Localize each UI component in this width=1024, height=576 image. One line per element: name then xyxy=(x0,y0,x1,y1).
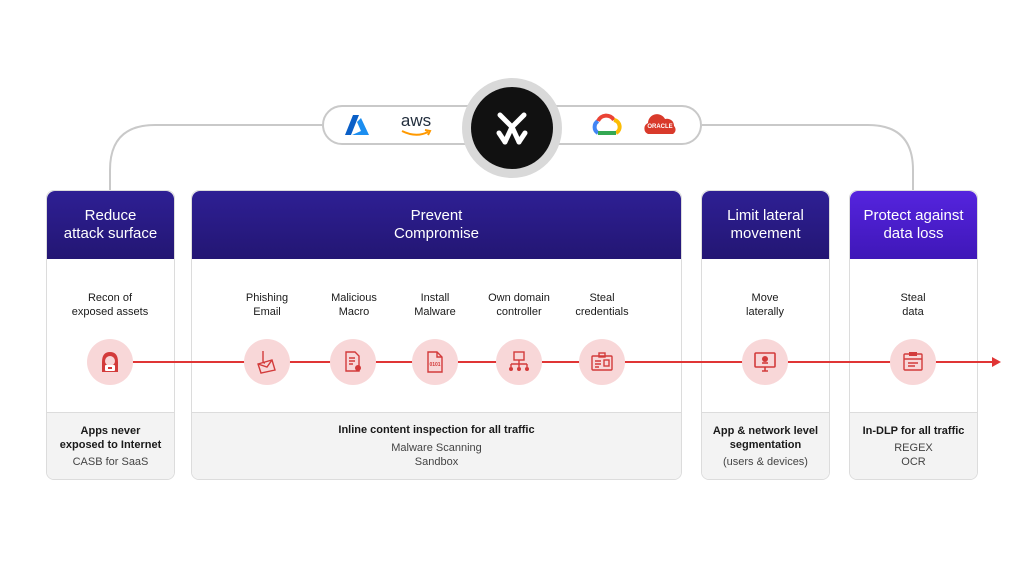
stage-label-line2: Malware xyxy=(414,306,456,318)
column-limit-lateral-movement: Limit lateral movement App & network lev… xyxy=(701,190,830,480)
footer-line2: exposed to Internet xyxy=(59,438,162,451)
stage-label-line2: laterally xyxy=(746,306,784,318)
column-prevent-compromise: Prevent Compromise Inline content inspec… xyxy=(191,190,682,480)
binary-file-icon: 0101 xyxy=(427,351,443,373)
oracle-logo-text: ORACLE xyxy=(647,124,673,130)
column-protect-data-loss: Protect against data loss In-DLP for all… xyxy=(849,190,978,480)
stage-label-credentials: Steal credentials xyxy=(554,291,650,319)
stage-label-line2: exposed assets xyxy=(71,306,149,318)
stage-label-line2: data xyxy=(902,306,924,318)
google-cloud-logo-icon xyxy=(592,113,622,135)
stage-label-line2: credentials xyxy=(575,306,629,318)
column-title-line2: movement xyxy=(730,225,801,242)
stage-label-line1: Recon of xyxy=(87,292,133,304)
column-title-line1: Prevent xyxy=(410,207,463,224)
stage-label-line2: Macro xyxy=(338,306,370,318)
stage-circle-macro xyxy=(330,339,376,385)
stage-label-line2: controller xyxy=(496,306,542,318)
infected-monitor-icon xyxy=(754,352,776,372)
stage-circle-credentials xyxy=(579,339,625,385)
column-header: Prevent Compromise xyxy=(192,191,681,259)
stage-label-line1: Steal xyxy=(900,292,926,304)
column-title-line1: Reduce xyxy=(84,207,137,224)
oracle-logo-icon: ORACLE xyxy=(640,112,680,138)
malicious-document-icon xyxy=(345,351,361,372)
column-title-line2: attack surface xyxy=(63,225,158,242)
data-exfiltration-icon xyxy=(903,352,923,371)
stage-circle-install-malware: 0101 xyxy=(412,339,458,385)
phishing-email-icon xyxy=(257,351,276,374)
right-connector-line xyxy=(702,124,914,190)
stage-label-install-malware: Install Malware xyxy=(387,291,483,319)
svg-text:0101: 0101 xyxy=(429,362,440,368)
aws-logo-text: aws xyxy=(400,111,432,130)
stage-label-line1: Own domain xyxy=(488,292,550,304)
footer-line1: App & network level xyxy=(712,424,819,437)
stage-label-phishing: Phishing Email xyxy=(219,291,315,319)
column-header: Reduce attack surface xyxy=(47,191,174,259)
column-header: Protect against data loss xyxy=(850,191,977,259)
aws-smile-icon xyxy=(401,129,432,136)
stage-circle-domain-controller xyxy=(496,339,542,385)
footer-line1: Apps never xyxy=(80,424,141,437)
stage-label-line1: Install xyxy=(420,292,450,304)
oracle-cloud-shape xyxy=(644,114,676,134)
column-title-line1: Protect against xyxy=(863,207,964,224)
footer-line2: Malware Scanning xyxy=(391,442,482,454)
brand-logo-icon xyxy=(496,112,528,145)
footer-line1: In-DLP for all traffic xyxy=(862,424,965,437)
footer-line2: segmentation xyxy=(729,438,802,451)
footer-line3: CASB for SaaS xyxy=(72,455,149,468)
stage-label-line2: Email xyxy=(253,306,281,318)
stage-label-line1: Steal xyxy=(589,292,615,304)
column-footer: Apps never exposed to Internet CASB for … xyxy=(47,412,174,479)
stage-label-steal-data: Steal data xyxy=(865,291,961,319)
stage-circle-steal-data xyxy=(890,339,936,385)
column-title-line2: Compromise xyxy=(393,225,480,242)
stage-label-line1: Move xyxy=(751,292,779,304)
stage-label-macro: Malicious Macro xyxy=(306,291,402,319)
stage-label-recon: Recon of exposed assets xyxy=(62,291,158,319)
stage-circle-lateral xyxy=(742,339,788,385)
column-footer: App & network level segmentation (users … xyxy=(702,412,829,479)
stage-label-line1: Phishing xyxy=(245,292,289,304)
footer-line3: (users & devices) xyxy=(723,455,808,468)
left-connector-line xyxy=(109,124,322,190)
footer-line2: REGEX xyxy=(894,441,933,454)
column-title-line2: data loss xyxy=(883,225,944,242)
id-card-icon xyxy=(591,352,613,371)
azure-logo-icon xyxy=(345,115,369,135)
hub-logo-background xyxy=(471,87,553,169)
column-title-line1: Limit lateral xyxy=(727,207,804,224)
stage-circle-phishing xyxy=(244,339,290,385)
hacker-icon xyxy=(102,352,118,372)
footer-line3: Sandbox xyxy=(414,456,459,468)
footer-line3: OCR xyxy=(901,455,926,468)
stage-circle-recon xyxy=(87,339,133,385)
footer-line1: Inline content inspection for all traffi… xyxy=(338,424,535,436)
column-header: Limit lateral movement xyxy=(702,191,829,259)
stage-label-domain-controller: Own domain controller xyxy=(471,291,567,319)
column-footer: In-DLP for all traffic REGEX OCR xyxy=(850,412,977,479)
stage-label-line1: Malicious xyxy=(331,292,377,304)
network-hierarchy-icon xyxy=(509,351,529,371)
stage-label-lateral: Move laterally xyxy=(717,291,813,319)
aws-logo-icon: aws xyxy=(396,112,436,140)
column-reduce-attack-surface: Reduce attack surface Apps never exposed… xyxy=(46,190,175,480)
column-footer: Inline content inspection for all traffi… xyxy=(192,412,681,479)
central-hub xyxy=(462,78,562,178)
